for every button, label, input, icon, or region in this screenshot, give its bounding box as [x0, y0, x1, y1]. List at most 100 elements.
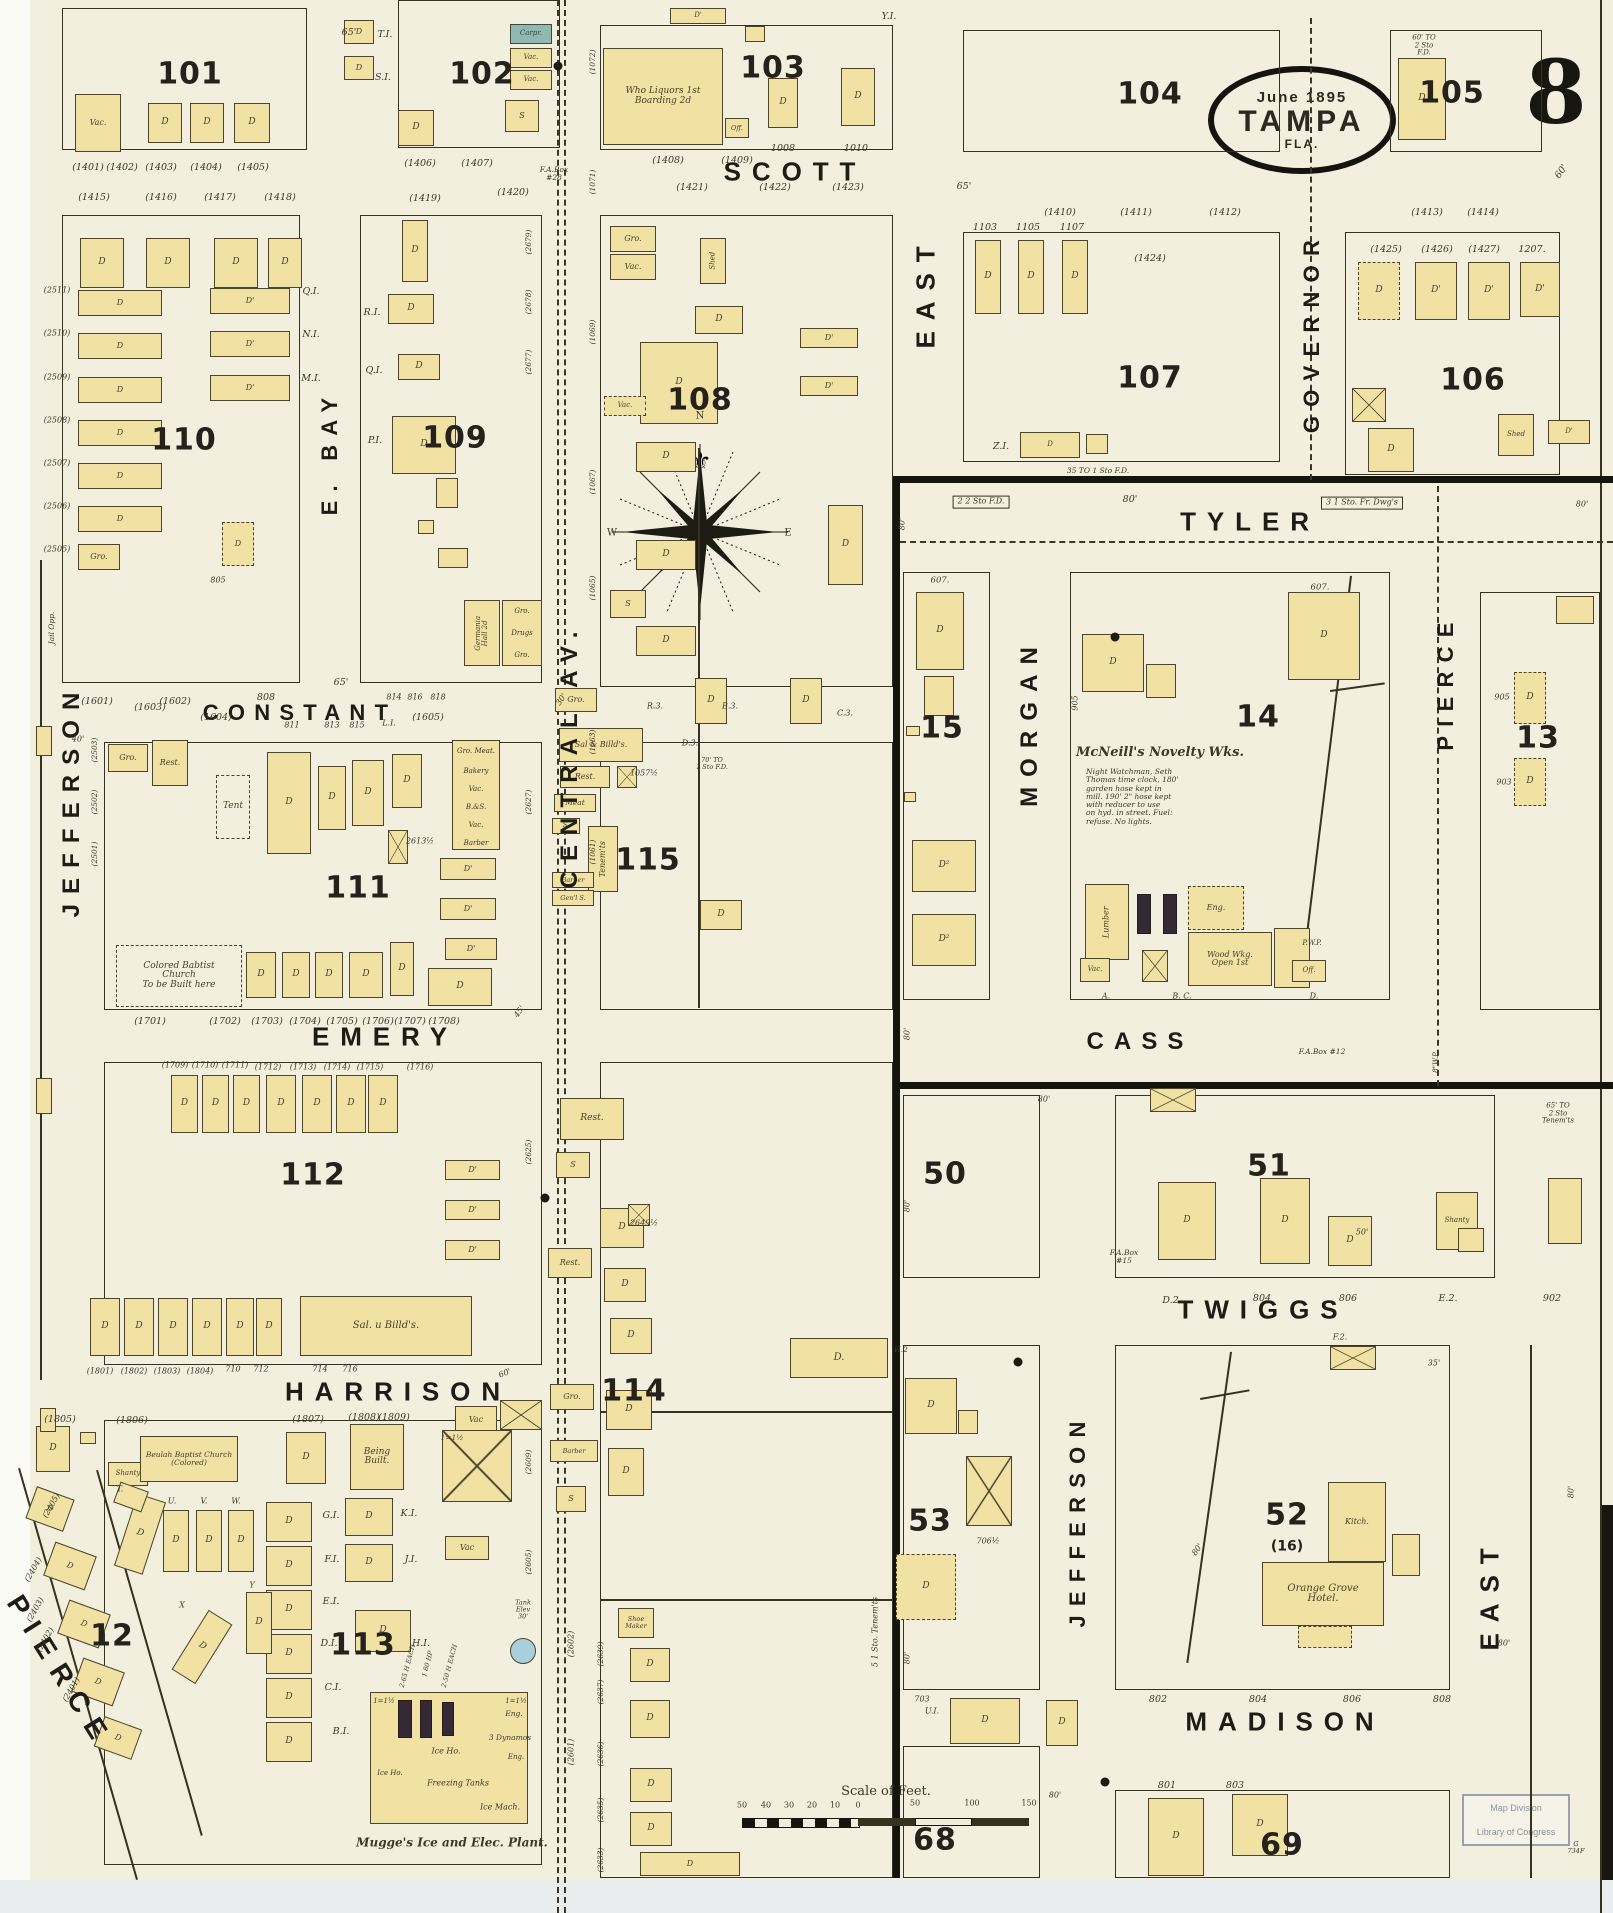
map-annotation: D.I. — [320, 1637, 338, 1649]
map-annotation: (1715) — [356, 1062, 384, 1072]
building — [1142, 950, 1168, 982]
catalog-code: G 734F — [1567, 1839, 1585, 1855]
building: D — [1328, 1216, 1372, 1266]
map-annotation: (2605) — [523, 1549, 533, 1575]
building: D — [905, 1378, 957, 1434]
building: D — [610, 1318, 652, 1354]
building: D — [355, 1610, 411, 1652]
map-annotation: (2633) — [595, 1847, 605, 1873]
map-annotation: F.A.Box #12 — [1298, 1046, 1346, 1056]
building: D — [630, 1768, 672, 1802]
building-label: Lumber — [1101, 906, 1111, 938]
scale-bar-segment — [915, 1818, 972, 1826]
street-label: EAST — [1474, 1537, 1505, 1651]
building-label: Tenem'ts — [597, 840, 607, 878]
map-annotation: 65' — [956, 180, 972, 192]
map-annotation: 80' — [902, 1651, 912, 1665]
building-label: D — [675, 377, 683, 388]
map-annotation: Drugs — [511, 629, 533, 638]
building: S — [556, 1486, 586, 1512]
building: D — [256, 1298, 282, 1356]
building: D' — [210, 331, 290, 357]
building-label: D — [172, 1535, 180, 1546]
map-annotation: (1412) — [1209, 206, 1241, 218]
map-annotation: (2678) — [523, 289, 533, 315]
building: D' — [670, 8, 726, 24]
map-annotation: 805 — [210, 575, 226, 585]
map-annotation: 80' — [1575, 499, 1589, 509]
building: D² — [912, 840, 976, 892]
building: D — [266, 1590, 312, 1630]
building-label: Meat — [565, 798, 585, 808]
building: D — [368, 1075, 398, 1133]
building-label: D — [265, 1321, 273, 1332]
block-outline — [1390, 30, 1542, 152]
building — [418, 520, 434, 534]
building: D — [190, 103, 224, 143]
building-label: D — [285, 1560, 293, 1571]
building-label: D — [379, 1625, 387, 1636]
building — [1146, 664, 1176, 698]
building: D — [214, 238, 258, 288]
map-annotation: (1421) — [676, 181, 708, 193]
map-annotation: (1065) — [587, 575, 597, 601]
street-label: MADISON — [1185, 1706, 1385, 1737]
map-annotation: (2627) — [523, 789, 533, 815]
building-label: Vac. — [523, 53, 539, 62]
building-label: D — [984, 271, 992, 282]
map-annotation: C.I. — [324, 1681, 342, 1693]
block-outline — [1115, 1790, 1450, 1878]
map-annotation: D. — [1309, 991, 1319, 1001]
map-annotation: (1416) — [145, 191, 177, 203]
building — [1086, 434, 1108, 454]
left-margin — [0, 0, 30, 1913]
map-annotation: (1407) — [461, 157, 493, 169]
building: Beulah Baptist Church (Colored) — [140, 1436, 238, 1482]
building: D — [78, 463, 162, 489]
map-annotation: (1703) — [251, 1015, 283, 1027]
map-annotation: 902 — [1542, 1292, 1562, 1304]
building-label: Barber — [562, 1446, 586, 1455]
map-annotation: Y — [249, 1580, 255, 1590]
map-annotation: 714 — [312, 1364, 328, 1374]
street-label: EAST — [910, 235, 941, 349]
map-annotation: 80' — [902, 1199, 912, 1213]
block-number: 113 — [330, 1627, 396, 1663]
building: Sal & Billd's. — [559, 728, 643, 762]
map-annotation: 818 — [430, 692, 446, 702]
building-label: D — [415, 361, 423, 372]
building-label: D — [116, 297, 124, 307]
building-label: D — [205, 1535, 213, 1546]
map-annotation: A. — [1101, 991, 1111, 1001]
building: D — [828, 505, 863, 585]
building: Barber — [550, 1440, 598, 1462]
building — [966, 1456, 1012, 1526]
building: Sal. u Billd's. — [300, 1296, 472, 1356]
map-annotation: 80' — [1497, 1638, 1511, 1648]
building-label: D' — [824, 380, 834, 390]
building — [452, 740, 500, 850]
map-annotation: E.I. — [322, 1595, 340, 1607]
building-label: D — [1027, 271, 1035, 282]
map-annotation: S.I. — [375, 71, 391, 83]
map-annotation: K.I. — [400, 1507, 418, 1519]
building: D — [390, 942, 414, 996]
building — [1556, 596, 1594, 624]
street-label: CENTRAL AV. — [556, 621, 583, 889]
map-annotation: 710 — [225, 1364, 241, 1374]
building-label: Eng. — [1206, 902, 1226, 912]
map-annotation: (1063) — [587, 729, 597, 755]
map-annotation: 814 — [386, 692, 402, 702]
building: D — [146, 238, 190, 288]
building — [502, 600, 542, 666]
map-annotation: B. C. — [1172, 991, 1192, 1001]
map-annotation: T. — [116, 1484, 124, 1494]
building: D — [398, 354, 440, 380]
building: Vac. — [1080, 958, 1110, 982]
building-label: D — [802, 695, 810, 706]
building: D — [267, 752, 311, 854]
building: Gro. — [550, 1384, 594, 1410]
building: D' — [440, 898, 496, 920]
building-label: Gro. — [119, 752, 137, 762]
map-annotation: (1804) — [186, 1366, 214, 1376]
